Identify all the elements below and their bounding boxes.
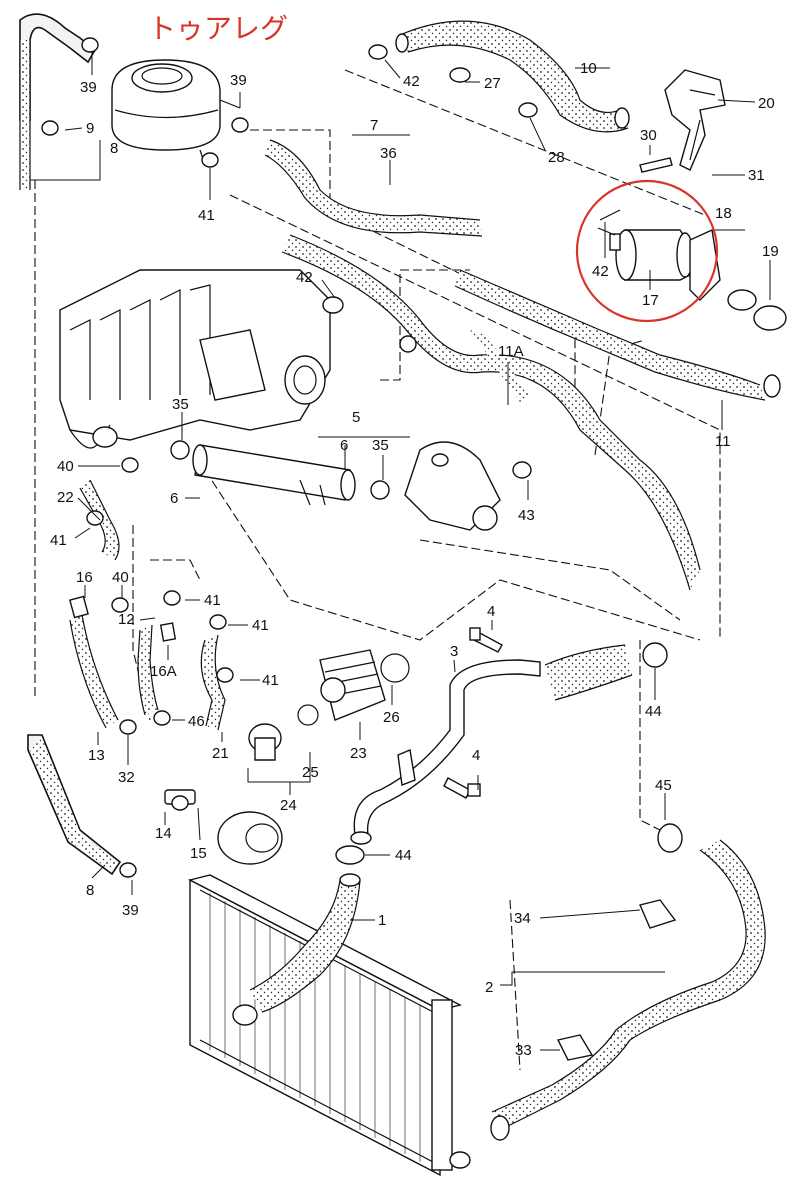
callout-12: 12 — [118, 611, 135, 628]
hose-1 — [249, 873, 361, 1013]
callout-3: 3 — [450, 643, 458, 660]
callout-41: 41 — [198, 207, 215, 224]
callout-30: 30 — [640, 127, 657, 144]
bolts — [443, 157, 673, 799]
callout-27: 27 — [484, 75, 501, 92]
page-title: トゥアレグ — [148, 12, 288, 45]
callout-16: 16 — [76, 569, 93, 586]
callout-11A: 11A — [498, 343, 524, 360]
callout-2: 2 — [485, 979, 493, 996]
callout-11: 11 — [715, 433, 731, 450]
callout-26: 26 — [383, 709, 400, 726]
highlight-circle — [575, 179, 719, 323]
callout-17: 17 — [642, 292, 659, 309]
callout-39: 39 — [122, 902, 139, 919]
callout-39: 39 — [80, 79, 97, 96]
hose-11 — [281, 234, 781, 591]
callout-22: 22 — [57, 489, 74, 506]
callout-6: 6 — [170, 490, 178, 507]
callout-46: 46 — [188, 713, 205, 730]
callout-24: 24 — [280, 797, 297, 814]
bracket-20 — [664, 69, 726, 171]
callout-13: 13 — [88, 747, 105, 764]
thermostat-housing — [404, 441, 501, 531]
callout-39: 39 — [230, 72, 247, 89]
callouts: 39 9 8 39 41 42 27 10 28 20 30 31 7 36 1… — [50, 60, 779, 1059]
callout-40: 40 — [57, 458, 74, 475]
callout-18: 18 — [715, 205, 732, 222]
hose-10 — [395, 20, 630, 133]
callout-35: 35 — [372, 437, 389, 454]
callout-41: 41 — [50, 532, 67, 549]
callout-43: 43 — [518, 507, 535, 524]
callout-32: 32 — [118, 769, 135, 786]
callout-45: 45 — [655, 777, 672, 794]
callout-6: 6 — [340, 437, 348, 454]
callout-7: 7 — [370, 117, 378, 134]
callout-34: 34 — [514, 910, 531, 927]
callout-20: 20 — [758, 95, 775, 112]
callout-19: 19 — [762, 243, 779, 260]
hose-2 — [490, 823, 766, 1141]
callout-9: 9 — [86, 120, 94, 137]
callout-41: 41 — [252, 617, 269, 634]
callout-8: 8 — [86, 882, 94, 899]
coolant-pipe-5 — [170, 440, 390, 506]
leader-lines — [30, 52, 771, 1051]
hose-8-left — [19, 13, 122, 876]
callout-41: 41 — [204, 592, 221, 609]
callout-33: 33 — [515, 1042, 532, 1059]
hose-44-upper — [544, 642, 668, 701]
engine-block — [59, 269, 331, 449]
callout-10: 10 — [580, 60, 597, 77]
callout-41: 41 — [262, 672, 279, 689]
oil-cooler-23 — [248, 649, 410, 761]
pipe-3 — [350, 659, 541, 845]
callout-42: 42 — [296, 269, 313, 286]
callout-1: 1 — [378, 912, 386, 929]
callout-28: 28 — [548, 149, 565, 166]
callout-16A: 16A — [150, 663, 177, 680]
callout-31: 31 — [748, 167, 765, 184]
callout-4: 4 — [472, 747, 480, 764]
callout-36: 36 — [380, 145, 397, 162]
callout-35: 35 — [172, 396, 189, 413]
callout-42: 42 — [403, 73, 420, 90]
callout-21: 21 — [212, 745, 229, 762]
auxiliary-pump-17 — [597, 209, 787, 331]
hose-clamps — [41, 37, 538, 878]
callout-44: 44 — [395, 847, 412, 864]
callout-25: 25 — [302, 764, 319, 781]
callout-8: 8 — [110, 140, 118, 157]
expansion-tank — [111, 59, 241, 166]
callout-42: 42 — [592, 263, 609, 280]
callout-5: 5 — [352, 409, 360, 426]
callout-44: 44 — [645, 703, 662, 720]
callout-4: 4 — [487, 603, 495, 620]
callout-15: 15 — [190, 845, 207, 862]
callout-40: 40 — [112, 569, 129, 586]
callout-23: 23 — [350, 745, 367, 762]
callout-14: 14 — [155, 825, 172, 842]
hose-7 — [264, 139, 483, 237]
small-hoses — [69, 479, 226, 731]
